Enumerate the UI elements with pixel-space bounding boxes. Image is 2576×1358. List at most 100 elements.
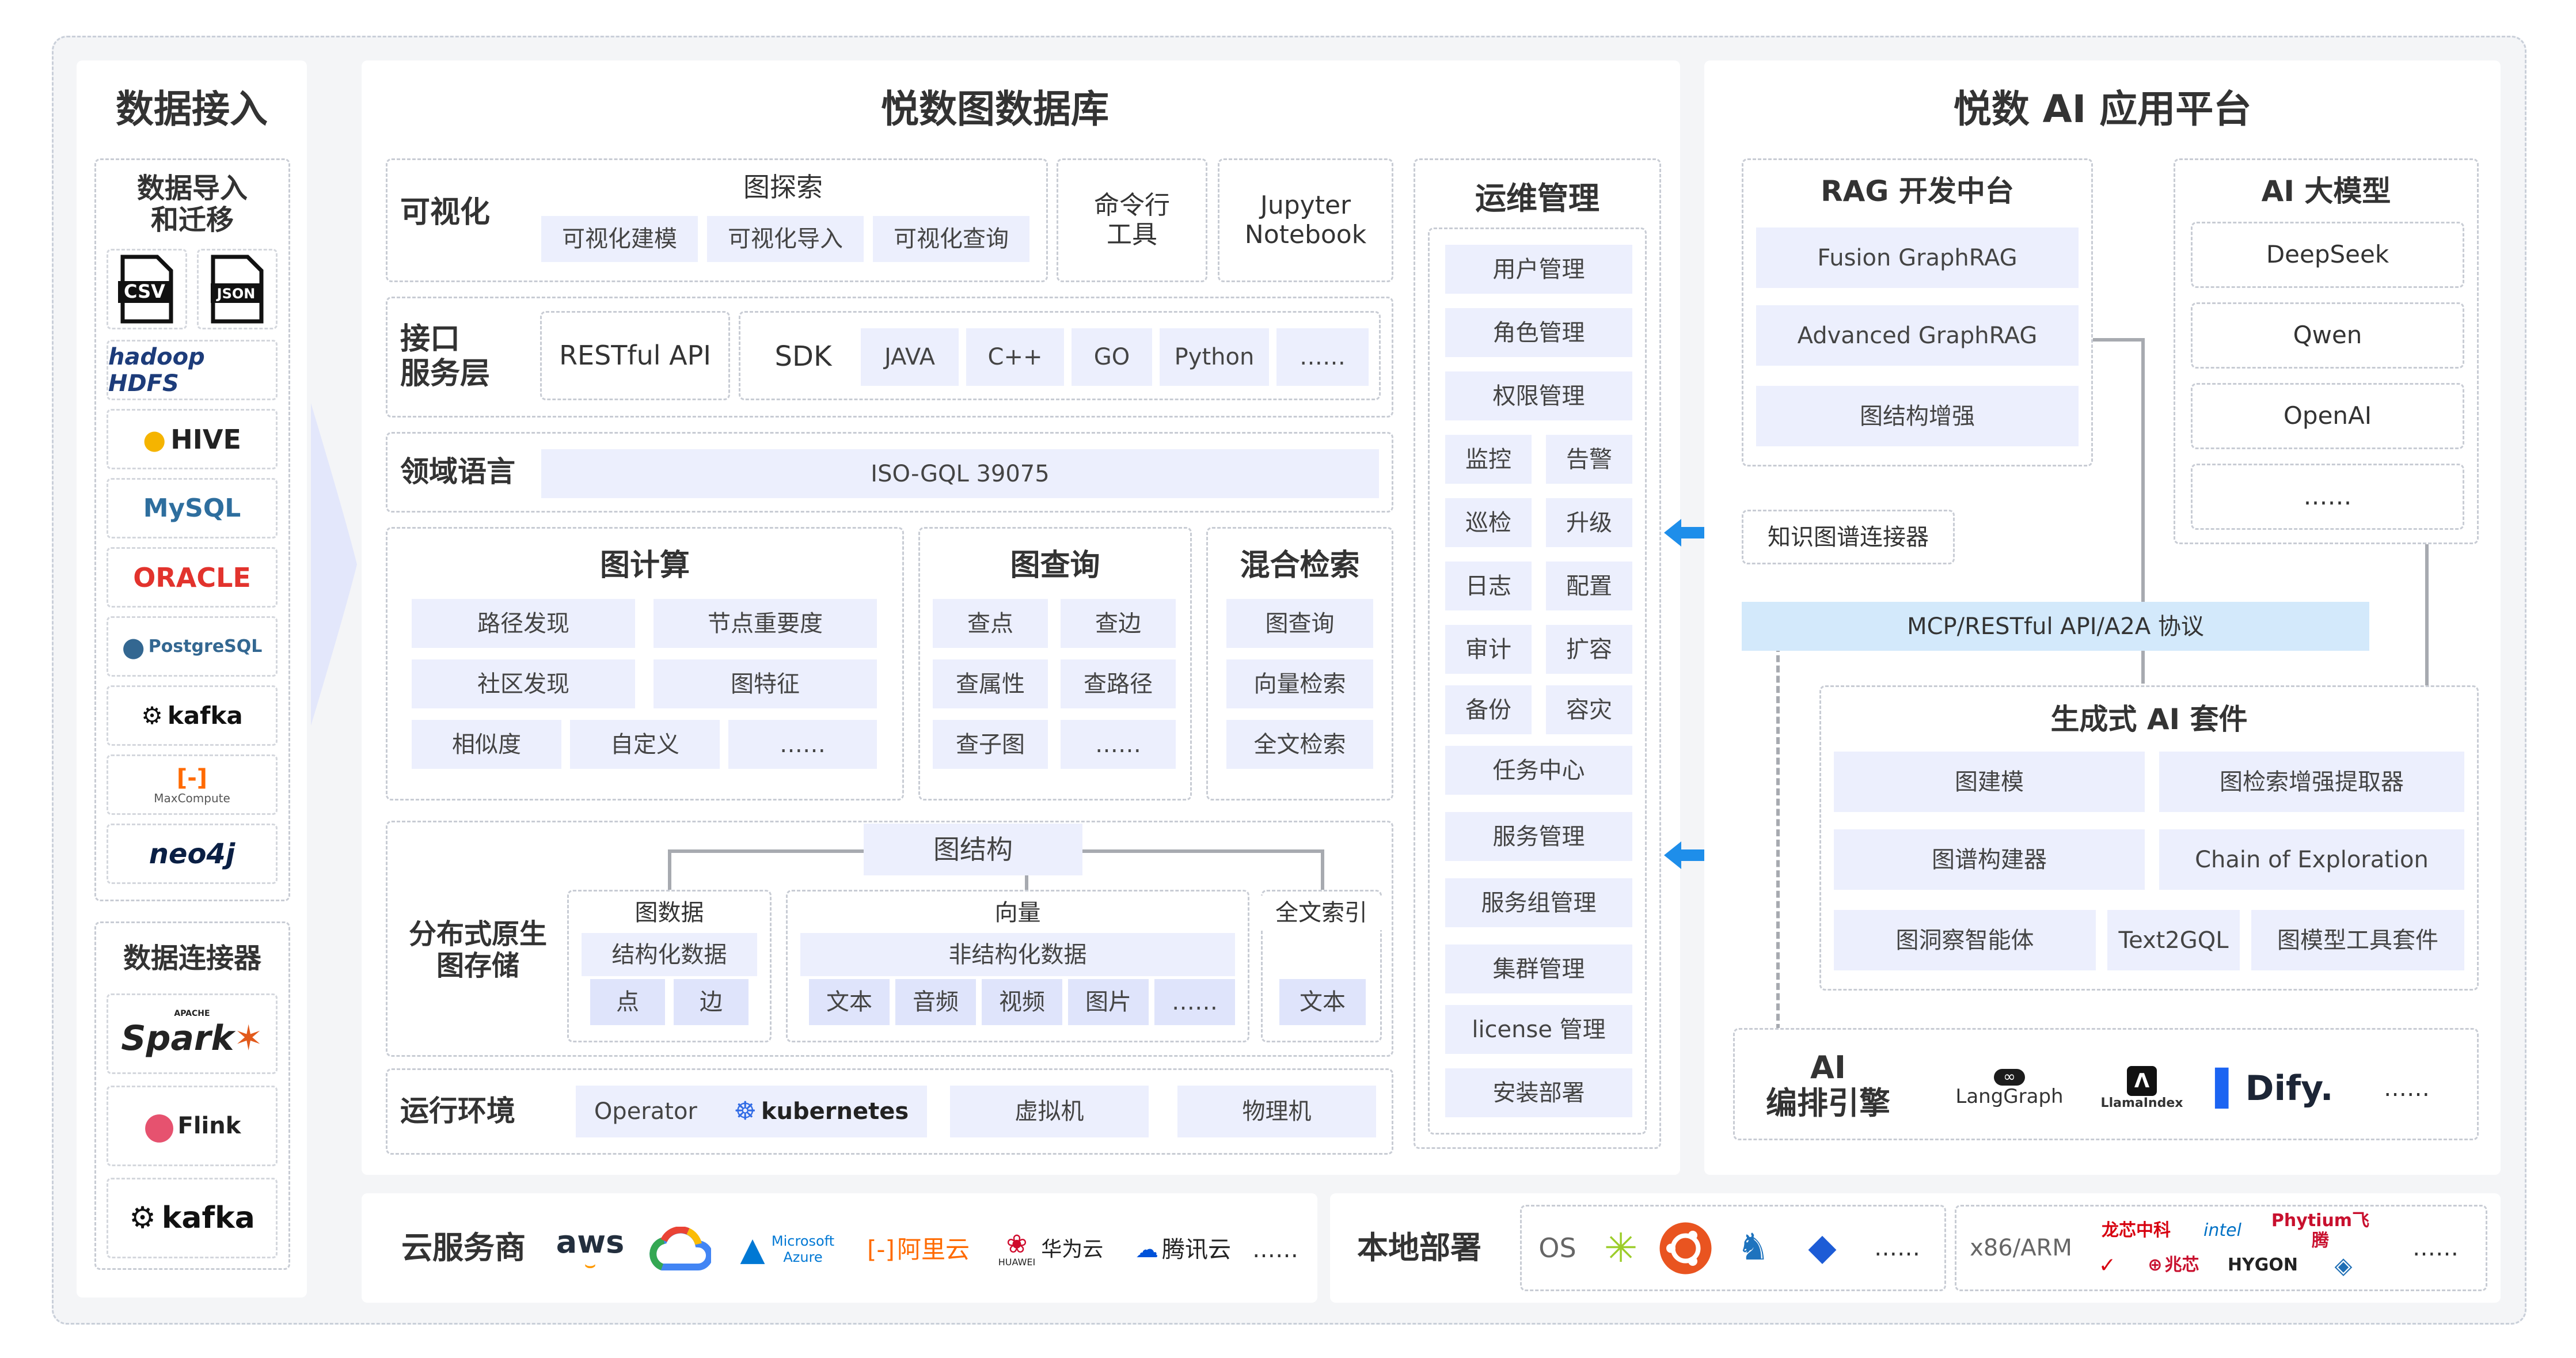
chain-of-exploration-chip[interactable]: Chain of Exploration: [2159, 829, 2464, 890]
custom-chip[interactable]: 自定义: [570, 720, 720, 769]
fulltext-index-label: 全文索引: [1261, 896, 1382, 930]
graph-insight-agent-chip[interactable]: 图洞察智能体: [1834, 910, 2096, 970]
spark-apache-label: APACHE: [174, 1009, 210, 1018]
ops-config-chip[interactable]: 配置: [1546, 562, 1632, 610]
ops-permission-chip[interactable]: 权限管理: [1445, 371, 1632, 420]
jupyter-notebook-box[interactable]: Jupyter Notebook: [1218, 158, 1393, 282]
ops-backup-chip[interactable]: 备份: [1445, 685, 1532, 734]
fulltext-search-chip[interactable]: 全文检索: [1226, 720, 1373, 769]
uos-icon: ◆: [1808, 1226, 1837, 1269]
physical-machine-chip[interactable]: 物理机: [1177, 1086, 1376, 1137]
dify-label: Dify.: [2245, 1068, 2334, 1109]
ops-task-center-chip[interactable]: 任务中心: [1445, 746, 1632, 795]
data-ingestion-title: 数据接入: [116, 87, 268, 132]
graph-model-toolkit-chip[interactable]: 图模型工具套件: [2251, 910, 2464, 970]
vector-image-chip[interactable]: 图片: [1068, 979, 1149, 1025]
graph-modeling-chip[interactable]: 图建模: [1834, 752, 2145, 812]
viz-modeling-chip[interactable]: 可视化建模: [541, 216, 698, 262]
ops-install-chip[interactable]: 安装部署: [1445, 1068, 1632, 1117]
text2gql-chip[interactable]: Text2GQL: [2107, 910, 2240, 970]
graph-structure-enhance-chip[interactable]: 图结构增强: [1756, 386, 2079, 446]
sdk-python-chip[interactable]: Python: [1160, 328, 1269, 386]
zhaoxin-icon: ⊕: [2148, 1255, 2163, 1276]
ops-scale-chip[interactable]: 扩容: [1546, 625, 1632, 674]
kafka-connector-icon: ⚙: [129, 1201, 156, 1235]
viz-import-chip[interactable]: 可视化导入: [707, 216, 864, 262]
ops-service-chip[interactable]: 服务管理: [1445, 812, 1632, 861]
openai-item[interactable]: OpenAI: [2191, 383, 2464, 449]
query-more-chip[interactable]: ……: [1061, 720, 1176, 769]
vertex-chip[interactable]: 点: [590, 979, 665, 1025]
vm-chip[interactable]: 虚拟机: [950, 1086, 1149, 1137]
query-property-chip[interactable]: 查属性: [933, 659, 1048, 708]
kg-builder-chip[interactable]: 图谱构建器: [1834, 829, 2145, 890]
graph-structure-chip[interactable]: 图结构: [864, 824, 1082, 875]
data-connector-title: 数据连接器: [123, 942, 261, 975]
unstructured-data-chip[interactable]: 非结构化数据: [800, 933, 1235, 976]
vector-audio-chip[interactable]: 音频: [895, 979, 976, 1025]
dify-icon: ▌: [2215, 1068, 2242, 1109]
graph-feature-chip[interactable]: 图特征: [654, 659, 877, 708]
sdk-cpp-chip[interactable]: C++: [966, 328, 1064, 386]
graph-retriever-chip[interactable]: 图检索增强提取器: [2159, 752, 2464, 812]
loongson-mark-icon: ✓: [2098, 1253, 2117, 1277]
query-edge-chip[interactable]: 查边: [1061, 599, 1176, 648]
community-discovery-chip[interactable]: 社区发现: [412, 659, 635, 708]
sdk-java-chip[interactable]: JAVA: [861, 328, 959, 386]
arch-box: [1955, 1205, 2487, 1291]
kg-connector-box[interactable]: 知识图谱连接器: [1742, 510, 1955, 564]
hygon-logo: HYGON: [2227, 1255, 2298, 1276]
ops-monitor-chip[interactable]: 监控: [1445, 435, 1532, 484]
protocol-bar[interactable]: MCP/RESTful API/A2A 协议: [1742, 602, 2369, 651]
ops-cluster-chip[interactable]: 集群管理: [1445, 944, 1632, 993]
ai-platform-title: 悦数 AI 应用平台: [1953, 87, 2252, 132]
cli-tool-box[interactable]: 命令行 工具: [1057, 158, 1207, 282]
operator-k8s-chip[interactable]: Operator ☸kubernetes: [576, 1086, 927, 1137]
compute-more-chip[interactable]: ……: [728, 720, 877, 769]
path-discovery-chip[interactable]: 路径发现: [412, 599, 635, 648]
vector-text-chip[interactable]: 文本: [809, 979, 890, 1025]
vector-video-chip[interactable]: 视频: [982, 979, 1062, 1025]
ops-service-group-chip[interactable]: 服务组管理: [1445, 878, 1632, 927]
ops-audit-chip[interactable]: 审计: [1445, 625, 1532, 674]
similarity-chip[interactable]: 相似度: [412, 720, 561, 769]
node-importance-chip[interactable]: 节点重要度: [654, 599, 877, 648]
local-deploy-label: 本地部署: [1357, 1229, 1481, 1266]
vector-search-chip[interactable]: 向量检索: [1226, 659, 1373, 708]
fulltext-text-chip[interactable]: 文本: [1279, 979, 1366, 1025]
ops-dr-chip[interactable]: 容灾: [1546, 685, 1632, 734]
vector-more-chip[interactable]: ……: [1154, 979, 1235, 1025]
distributed-storage-label: 分布式原生 图存储: [408, 917, 547, 982]
fusion-graphrag-chip[interactable]: Fusion GraphRAG: [1756, 227, 2079, 288]
azure-icon: ▲: [740, 1230, 765, 1268]
ops-alert-chip[interactable]: 告警: [1546, 435, 1632, 484]
query-path-chip[interactable]: 查路径: [1061, 659, 1176, 708]
deepseek-item[interactable]: DeepSeek: [2191, 222, 2464, 288]
ops-user-chip[interactable]: 用户管理: [1445, 245, 1632, 294]
structured-data-chip[interactable]: 结构化数据: [582, 933, 757, 976]
visualization-label: 可视化: [400, 195, 491, 230]
sdk-more-chip[interactable]: ……: [1276, 328, 1369, 386]
sdk-go-chip[interactable]: GO: [1072, 328, 1152, 386]
ops-upgrade-chip[interactable]: 升级: [1546, 498, 1632, 547]
ops-role-chip[interactable]: 角色管理: [1445, 308, 1632, 357]
ops-inspect-chip[interactable]: 巡检: [1445, 498, 1532, 547]
advanced-graphrag-chip[interactable]: Advanced GraphRAG: [1756, 305, 2079, 366]
edge-chip[interactable]: 边: [674, 979, 749, 1025]
tencent-cloud-logo: ☁腾讯云: [1123, 1227, 1244, 1273]
iso-gql-chip[interactable]: ISO-GQL 39075: [541, 449, 1379, 498]
viz-query-chip[interactable]: 可视化查询: [873, 216, 1029, 262]
qwen-item[interactable]: Qwen: [2191, 302, 2464, 369]
centos-icon: ✳: [1604, 1224, 1638, 1272]
ubuntu-icon: [1659, 1222, 1712, 1274]
query-vertex-chip[interactable]: 查点: [933, 599, 1048, 648]
ops-license-chip[interactable]: license 管理: [1445, 1005, 1632, 1054]
ops-log-chip[interactable]: 日志: [1445, 562, 1532, 610]
ops-management-title: 运维管理: [1475, 180, 1599, 217]
query-subgraph-chip[interactable]: 查子图: [933, 720, 1048, 769]
svg-text:CSV: CSV: [124, 280, 165, 302]
hybrid-graph-query-chip[interactable]: 图查询: [1226, 599, 1373, 648]
llm-more-item[interactable]: ……: [2191, 464, 2464, 530]
graph-database-title: 悦数图数据库: [881, 87, 1109, 132]
restful-api-box[interactable]: RESTful API: [540, 311, 730, 400]
